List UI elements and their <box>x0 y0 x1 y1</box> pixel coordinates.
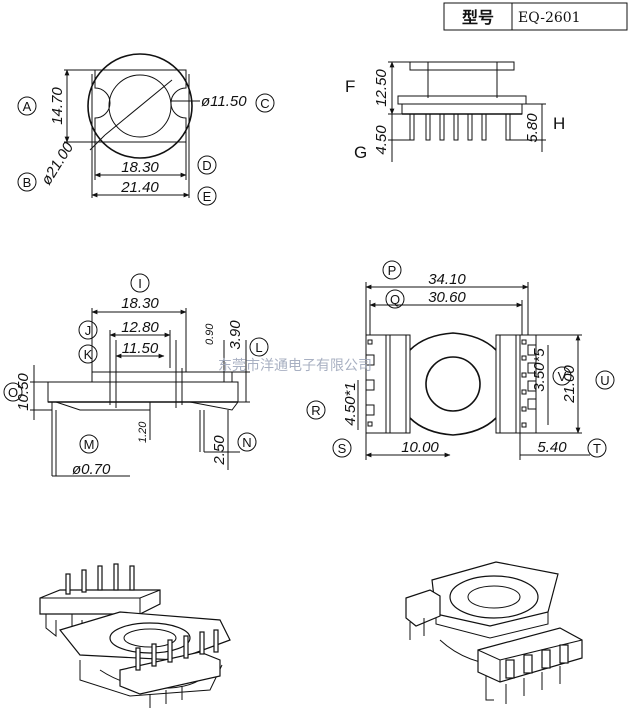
callout-m: M <box>84 437 95 452</box>
callout-j: J <box>85 323 92 338</box>
callout-s: S <box>338 441 347 456</box>
front-view: 18.30 12.80 11.50 0.90 3.90 10.50 1.20 2… <box>15 295 250 478</box>
dim-flange-thk: 0.90 <box>204 323 216 345</box>
callout-r: R <box>311 403 320 418</box>
bore-circle <box>108 74 172 138</box>
dim-slot: 1.20 <box>137 421 149 443</box>
dim-pin-length: 4.50 <box>373 125 390 155</box>
model-number: EQ-2601 <box>518 10 581 26</box>
side-pins <box>409 113 511 141</box>
callout-n: N <box>242 435 251 450</box>
callouts-bottom: P Q R S T U V <box>306 260 615 458</box>
callout-q: Q <box>390 292 400 307</box>
callout-h: H <box>553 114 565 133</box>
dim-height-o: 10.50 <box>15 373 32 411</box>
callout-g: G <box>354 143 367 162</box>
dim-offset-t: 5.40 <box>537 439 567 456</box>
outer-circle <box>87 53 193 159</box>
dim-pitch-u: 3.50*5 <box>531 348 548 392</box>
callout-o: O <box>8 385 18 400</box>
dim-bore-dia: ø11.50 <box>201 93 247 110</box>
dim-height-v: 21.00 <box>561 365 578 404</box>
side-view: 12.50 4.50 5.80 <box>373 61 546 162</box>
callout-d: D <box>202 158 211 173</box>
dim-pin-ext: 2.50 <box>211 435 228 466</box>
dim-width-j: 12.80 <box>121 319 159 336</box>
dim-base-s: 10.00 <box>401 439 439 456</box>
dim-width-k: 11.50 <box>122 340 159 357</box>
callout-e: E <box>203 189 212 204</box>
callout-k: K <box>84 347 93 362</box>
type-label: 型号 <box>462 8 494 27</box>
title-block: 型号 EQ-2601 <box>443 2 628 31</box>
watermark: 东莞市洋通电子有限公司 <box>218 357 372 374</box>
isometric-exploded-view <box>39 563 231 708</box>
top-view: 14.70 ø11.50 ø21.00 18.30 21.40 <box>38 53 247 198</box>
callouts-side: F G H <box>345 77 565 162</box>
dim-height: 14.70 <box>49 87 66 125</box>
bottom-view: 34.10 30.60 21.00 3.50*5 4.50*1 10.00 5.… <box>342 271 590 460</box>
callout-p: P <box>388 263 397 278</box>
callout-t: T <box>593 441 601 456</box>
callout-i: I <box>138 276 142 291</box>
callout-b: B <box>23 175 32 190</box>
callouts-front: I J K L M N O <box>3 273 269 454</box>
dim-height-l: 3.90 <box>227 320 244 350</box>
dim-overall-height: 12.50 <box>373 69 390 107</box>
isometric-assembled-view <box>405 561 583 704</box>
dim-outer-dia: ø21.00 <box>38 139 78 188</box>
callout-u: U <box>600 373 609 388</box>
dim-width-q: 30.60 <box>428 289 466 306</box>
dim-width-p: 34.10 <box>428 271 466 288</box>
callout-v: V <box>558 369 567 384</box>
bottom-bore-circle <box>425 356 481 412</box>
dim-pin-dia: ø0.70 <box>72 461 111 478</box>
callout-f: F <box>345 77 355 96</box>
callouts-top: A B C D E <box>17 93 275 206</box>
dim-width-i: 18.30 <box>121 295 159 312</box>
callout-c: C <box>260 96 269 111</box>
dim-pin-span: 5.80 <box>524 113 541 143</box>
callout-l: L <box>255 340 262 355</box>
dim-outer-width: 21.40 <box>120 179 159 196</box>
dim-pitch-r: 4.50*1 <box>342 382 359 425</box>
callout-a: A <box>23 99 32 114</box>
dim-inner-width: 18.30 <box>121 159 159 176</box>
